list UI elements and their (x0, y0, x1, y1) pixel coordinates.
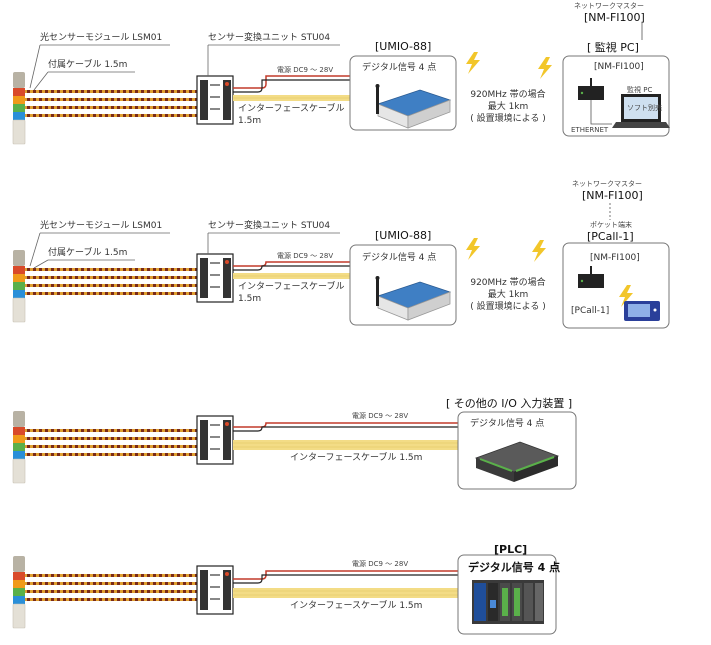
sensor-module-label: 光センサーモジュール LSM01 (40, 221, 163, 231)
ethernet-label: ETHERNET (571, 126, 609, 134)
inner-master-label: [NM-FI100] (594, 62, 644, 72)
power-label: 電源 DC9 ～ 28V (277, 252, 334, 260)
interface-cable (233, 588, 458, 598)
linked-pc-label: 監視 PC (627, 86, 653, 94)
monitor-pc-label: [ 監視 PC] (587, 41, 639, 54)
software-label: ソフト別売 (627, 104, 662, 112)
interface-cable-label: インターフェースケーブル 1.5m (290, 601, 423, 611)
wireless-bolt-icon (538, 57, 552, 79)
inner-master-label: [NM-FI100] (590, 253, 640, 263)
sensor-cables (25, 268, 197, 295)
row-2-wireless-pcall (12, 203, 670, 329)
sensor-cables (25, 90, 197, 117)
radio-band-label: 920MHz 帯の場合 (470, 90, 546, 100)
power-line (233, 75, 350, 89)
cable-label: 付属ケーブル 1.5m (48, 248, 128, 258)
sensor-cables (25, 574, 197, 601)
network-master-name: [NM-FI100] (584, 11, 645, 24)
power-label: 電源 DC9 ～ 28V (277, 66, 334, 74)
converter-unit-label: センサー変換ユニット STU04 (208, 33, 331, 43)
signal-tower-icon (12, 71, 26, 145)
signal-tower-icon (12, 555, 26, 629)
cable-label: 付属ケーブル 1.5m (48, 60, 128, 70)
interface-cable-label: インターフェースケーブル (238, 282, 345, 292)
radio-note-label: ( 設置環境による ) (470, 302, 546, 312)
radio-range-label: 最大 1km (487, 102, 529, 112)
digital-signal-label: デジタル信号 4 点 (362, 253, 437, 263)
network-master-caption: ネットワークマスター (574, 2, 644, 10)
converter-unit-icon (196, 565, 234, 615)
wireless-bolt-icon (466, 238, 480, 260)
radio-band-label: 920MHz 帯の場合 (470, 278, 546, 288)
interface-cable-length: 1.5m (238, 294, 262, 304)
pcall-label: [PCall-1] (587, 230, 634, 243)
digital-signal-label: デジタル信号 4 点 (470, 419, 545, 429)
digital-signal-label: デジタル信号 4 点 (362, 63, 437, 73)
signal-tower-icon (12, 410, 26, 484)
interface-cable-label: インターフェースケーブル (238, 104, 345, 114)
interface-cable (233, 440, 458, 450)
umio-label: [UMIO-88] (375, 40, 432, 53)
radio-note-label: ( 設置環境による ) (470, 114, 546, 124)
converter-unit-icon (196, 253, 234, 303)
network-master-name: [NM-FI100] (582, 189, 643, 202)
plc-device-icon (472, 580, 544, 624)
sensor-module-label: 光センサーモジュール LSM01 (40, 33, 163, 43)
interface-cable-label: インターフェースケーブル 1.5m (290, 453, 423, 463)
other-io-label: [ その他の I/O 入力装置 ] (446, 397, 573, 410)
pocket-terminal-caption: ポケット端末 (590, 221, 632, 229)
sensor-cables (25, 429, 197, 456)
converter-unit-label: センサー変換ユニット STU04 (208, 221, 331, 231)
network-master-caption: ネットワークマスター (572, 180, 642, 188)
row-1-wireless-pc (12, 22, 670, 145)
row-4-plc (12, 554, 557, 635)
wireless-bolt-icon (466, 52, 480, 74)
plc-label: [PLC] (494, 543, 528, 556)
digital-signal-label: デジタル信号 4 点 (468, 561, 561, 574)
power-label: 電源 DC9 ～ 28V (352, 412, 409, 420)
umio-label: [UMIO-88] (375, 229, 432, 242)
row-3-other-io (12, 410, 577, 490)
io-device-icon (474, 441, 560, 482)
converter-unit-icon (196, 415, 234, 465)
laptop-icon (612, 94, 670, 128)
inner-pcall-label: [PCall-1] (571, 306, 610, 316)
power-label: 電源 DC9 ～ 28V (352, 560, 409, 568)
signal-tower-icon (12, 249, 26, 323)
pocket-terminal-icon (624, 301, 660, 321)
interface-cable-length: 1.5m (238, 116, 262, 126)
radio-range-label: 最大 1km (487, 290, 529, 300)
wireless-bolt-icon (532, 240, 546, 262)
converter-unit-icon (196, 75, 234, 125)
